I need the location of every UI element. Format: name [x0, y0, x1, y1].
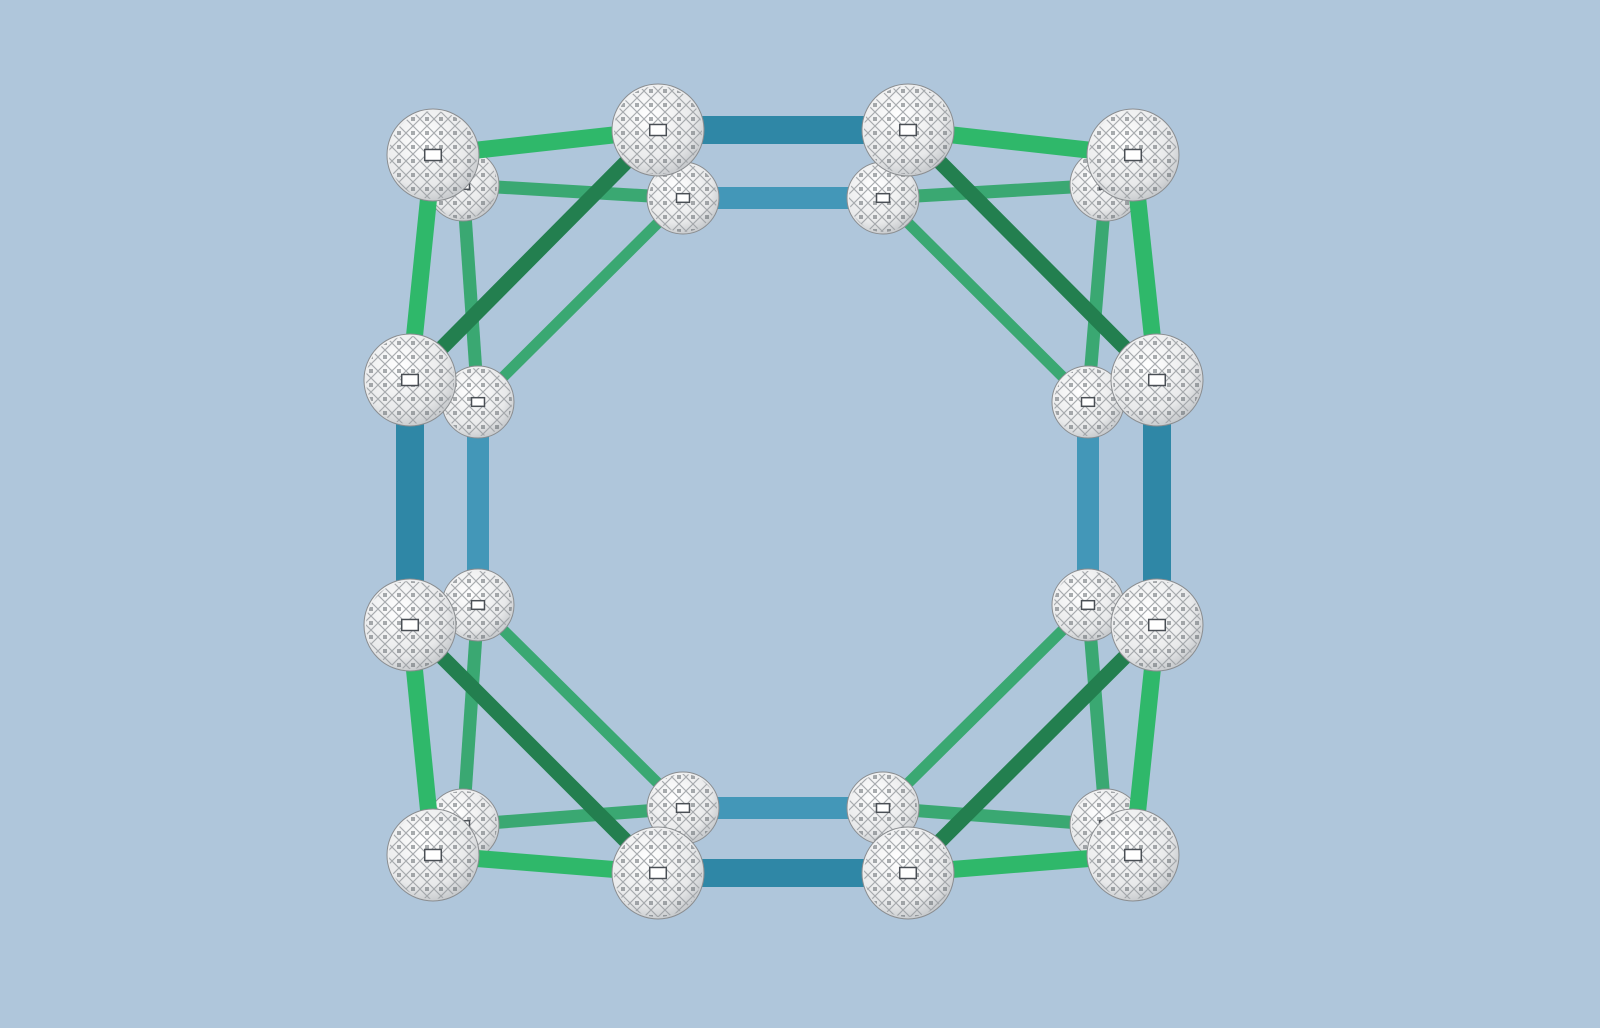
- green-strut-back: [882, 801, 1107, 832]
- connector-ball-front[interactable]: [861, 826, 955, 920]
- connector-ball-front[interactable]: [1086, 108, 1180, 202]
- green-strut-back: [456, 604, 485, 826]
- connector-ball-front[interactable]: [386, 108, 480, 202]
- connector-ball-back[interactable]: [1051, 568, 1125, 642]
- connector-ball-back[interactable]: [846, 161, 920, 235]
- connector-ball-back[interactable]: [1051, 365, 1125, 439]
- connector-ball-front[interactable]: [611, 83, 705, 177]
- connector-ball-front[interactable]: [386, 808, 480, 902]
- connector-ball-front[interactable]: [1110, 578, 1204, 672]
- connector-ball-front[interactable]: [1086, 808, 1180, 902]
- connector-ball-front[interactable]: [611, 826, 705, 920]
- connector-ball-back[interactable]: [441, 365, 515, 439]
- connector-ball-back[interactable]: [646, 161, 720, 235]
- connector-ball-front[interactable]: [861, 83, 955, 177]
- green-strut-back-diagonal: [474, 601, 687, 812]
- green-strut-front-diagonal: [902, 619, 1163, 879]
- green-strut-back: [462, 178, 684, 205]
- green-strut-back: [462, 801, 684, 832]
- connector-ball-back[interactable]: [846, 771, 920, 845]
- connector-ball-back[interactable]: [646, 771, 720, 845]
- green-strut-back-diagonal: [879, 601, 1092, 812]
- connector-ball-front[interactable]: [363, 578, 457, 672]
- connector-ball-back[interactable]: [441, 568, 515, 642]
- green-strut-back-diagonal: [879, 194, 1092, 406]
- connector-ball-front[interactable]: [1110, 333, 1204, 427]
- green-strut-back: [1081, 604, 1113, 826]
- green-strut-front-diagonal: [404, 124, 664, 386]
- green-strut-front-diagonal: [902, 124, 1163, 386]
- green-strut-front-diagonal: [404, 619, 664, 879]
- connector-ball-front[interactable]: [363, 333, 457, 427]
- green-strut-back-diagonal: [474, 194, 687, 406]
- front-balls-layer: [363, 83, 1204, 920]
- green-strut-back: [882, 178, 1107, 205]
